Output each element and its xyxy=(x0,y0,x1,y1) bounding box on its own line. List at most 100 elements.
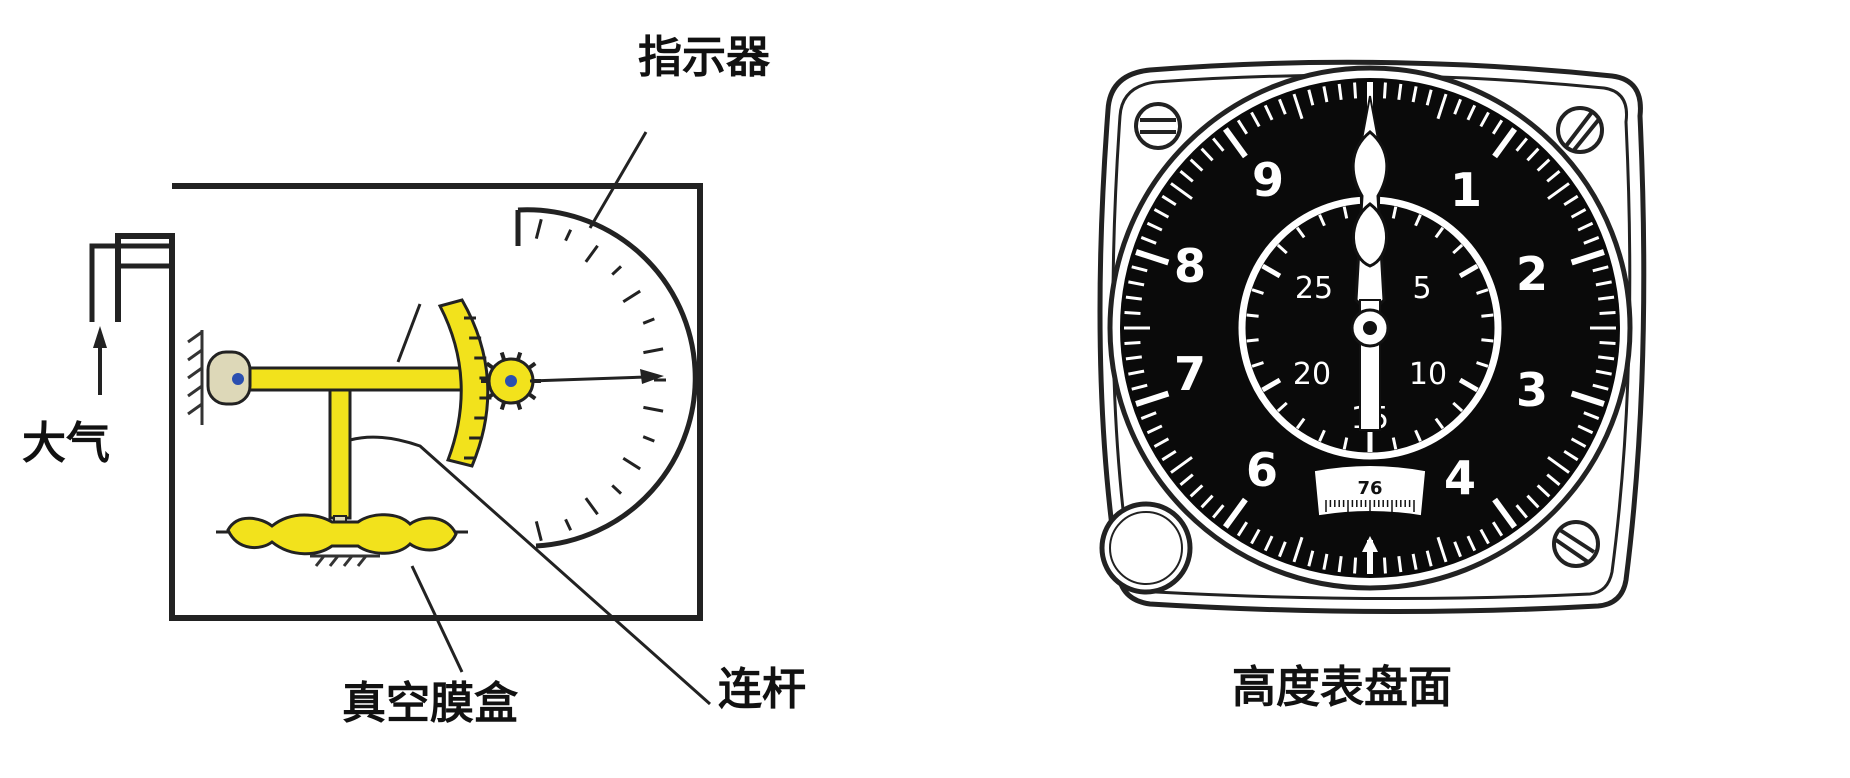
outer-dial-tick xyxy=(1153,208,1170,219)
outer-dial-tick xyxy=(1597,355,1615,361)
inner-dial-tick xyxy=(1295,417,1306,430)
scale-tick xyxy=(534,521,543,542)
indicator-scale xyxy=(515,207,698,549)
outer-dial-tick xyxy=(1492,127,1518,159)
outer-dial-tick xyxy=(1263,535,1274,552)
inner-dial-tick xyxy=(1318,214,1326,227)
outer-dial-tick xyxy=(1128,280,1145,287)
outer-dial-tick xyxy=(1425,89,1433,106)
outer-dial-tick xyxy=(1263,104,1274,121)
outer-dial-tick xyxy=(1250,528,1261,545)
housing-outline xyxy=(115,183,703,621)
outer-dial-tick xyxy=(1453,541,1462,558)
outer-dial-tick xyxy=(1135,249,1170,266)
inner-dial-tick xyxy=(1276,243,1288,255)
outer-numeral-7: 7 xyxy=(1174,347,1206,401)
link-rod xyxy=(328,388,352,520)
outer-numeral-9: 9 xyxy=(1252,153,1284,207)
outer-dial-tick xyxy=(1515,504,1528,519)
outer-dial-tick xyxy=(1322,553,1329,570)
outer-dial-tick xyxy=(1140,411,1157,420)
lever-arm xyxy=(230,366,484,392)
outer-dial-tick xyxy=(1200,494,1214,509)
outer-numeral-6: 6 xyxy=(1246,443,1278,497)
scale-tick xyxy=(564,518,573,531)
outer-dial-tick xyxy=(1200,147,1214,162)
outer-dial-tick xyxy=(1212,137,1225,152)
outer-dial-tick xyxy=(1222,127,1248,159)
outer-dial-tick xyxy=(1382,557,1387,574)
outer-numeral-4: 4 xyxy=(1444,451,1476,505)
air-flow-arrow xyxy=(93,326,107,395)
inner-dial-tick xyxy=(1391,437,1398,450)
capsule-base-hatching xyxy=(310,554,380,567)
outer-dial-tick xyxy=(1547,456,1570,474)
outer-dial-tick xyxy=(1353,557,1358,574)
inner-dial-tick xyxy=(1276,401,1288,413)
outer-dial-tick xyxy=(1546,473,1561,486)
outer-dial-tick xyxy=(1278,541,1287,558)
inner-dial-tick xyxy=(1261,377,1282,393)
outer-dial-tick xyxy=(1411,553,1418,570)
outer-dial-tick xyxy=(1466,104,1477,121)
outer-dial-tick xyxy=(1492,497,1518,529)
outer-dial-tick xyxy=(1597,295,1615,301)
outer-dial-tick xyxy=(1135,390,1170,407)
outer-dial-tick xyxy=(1382,82,1387,99)
dial-caption: 高度表盘面 xyxy=(1232,662,1452,713)
vacuum-capsule-label: 真空膜盒 xyxy=(342,678,518,729)
setting-knob xyxy=(1099,501,1193,595)
outer-dial-tick xyxy=(1124,340,1141,345)
inner-dial-tick xyxy=(1261,263,1282,279)
window-index-mark xyxy=(1362,536,1378,552)
scale-tick xyxy=(584,497,599,516)
inner-numeral-10: 10 xyxy=(1409,357,1447,392)
outer-numerals: 1 2 3 4 6 7 8 9 xyxy=(1174,153,1548,505)
scale-tick xyxy=(642,435,655,443)
outer-dial-tick xyxy=(1397,555,1403,573)
screw-top-right-icon xyxy=(1556,106,1604,154)
dial-hands xyxy=(1350,95,1390,431)
outer-dial-tick xyxy=(1577,221,1594,232)
outer-dial-tick xyxy=(1466,535,1477,552)
pivot-pin xyxy=(232,373,244,385)
pressure-window-value: 76 xyxy=(1357,478,1382,499)
outer-dial-tick xyxy=(1322,86,1329,103)
inner-dial-tick xyxy=(1246,313,1259,318)
outer-dial-tick xyxy=(1599,311,1616,316)
inner-dial-tick xyxy=(1414,214,1422,227)
outer-dial-tick xyxy=(1212,504,1225,519)
indicator-label: 指示器 xyxy=(638,32,770,83)
outer-dial-tick xyxy=(1222,497,1248,529)
pivot-mount-hatching xyxy=(187,330,204,425)
outer-dial-tick xyxy=(1124,311,1141,316)
outer-dial-tick xyxy=(1189,158,1204,172)
inner-dial-tick xyxy=(1251,361,1264,368)
inner-dial-tick xyxy=(1391,206,1398,219)
outer-dial-tick xyxy=(1526,147,1540,162)
outer-dial-tick xyxy=(1570,249,1605,266)
outer-dial-tick xyxy=(1292,536,1304,563)
gear-sector xyxy=(437,298,490,468)
outer-dial-tick xyxy=(1131,265,1148,273)
outer-dial-tick xyxy=(1146,424,1163,435)
outer-dial-tick xyxy=(1146,221,1163,232)
outer-dial-tick xyxy=(1599,340,1616,345)
vacuum-capsule xyxy=(226,513,458,556)
outer-dial-tick xyxy=(1153,437,1170,448)
pinion-tooth xyxy=(499,351,507,361)
scale-tick xyxy=(584,244,599,263)
inner-dial-tick xyxy=(1452,243,1464,255)
outer-dial-tick xyxy=(1436,93,1448,120)
outer-dial-tick xyxy=(1479,528,1490,545)
inner-dial-tick xyxy=(1295,226,1306,239)
outer-numeral-3: 3 xyxy=(1516,363,1548,417)
scale-tick xyxy=(611,265,623,276)
outer-dial-tick xyxy=(1570,208,1587,219)
outer-dial-tick xyxy=(1236,521,1249,537)
outer-dial-tick xyxy=(1479,111,1490,128)
outer-dial-tick xyxy=(1595,280,1612,287)
inner-dial-tick xyxy=(1434,226,1445,239)
